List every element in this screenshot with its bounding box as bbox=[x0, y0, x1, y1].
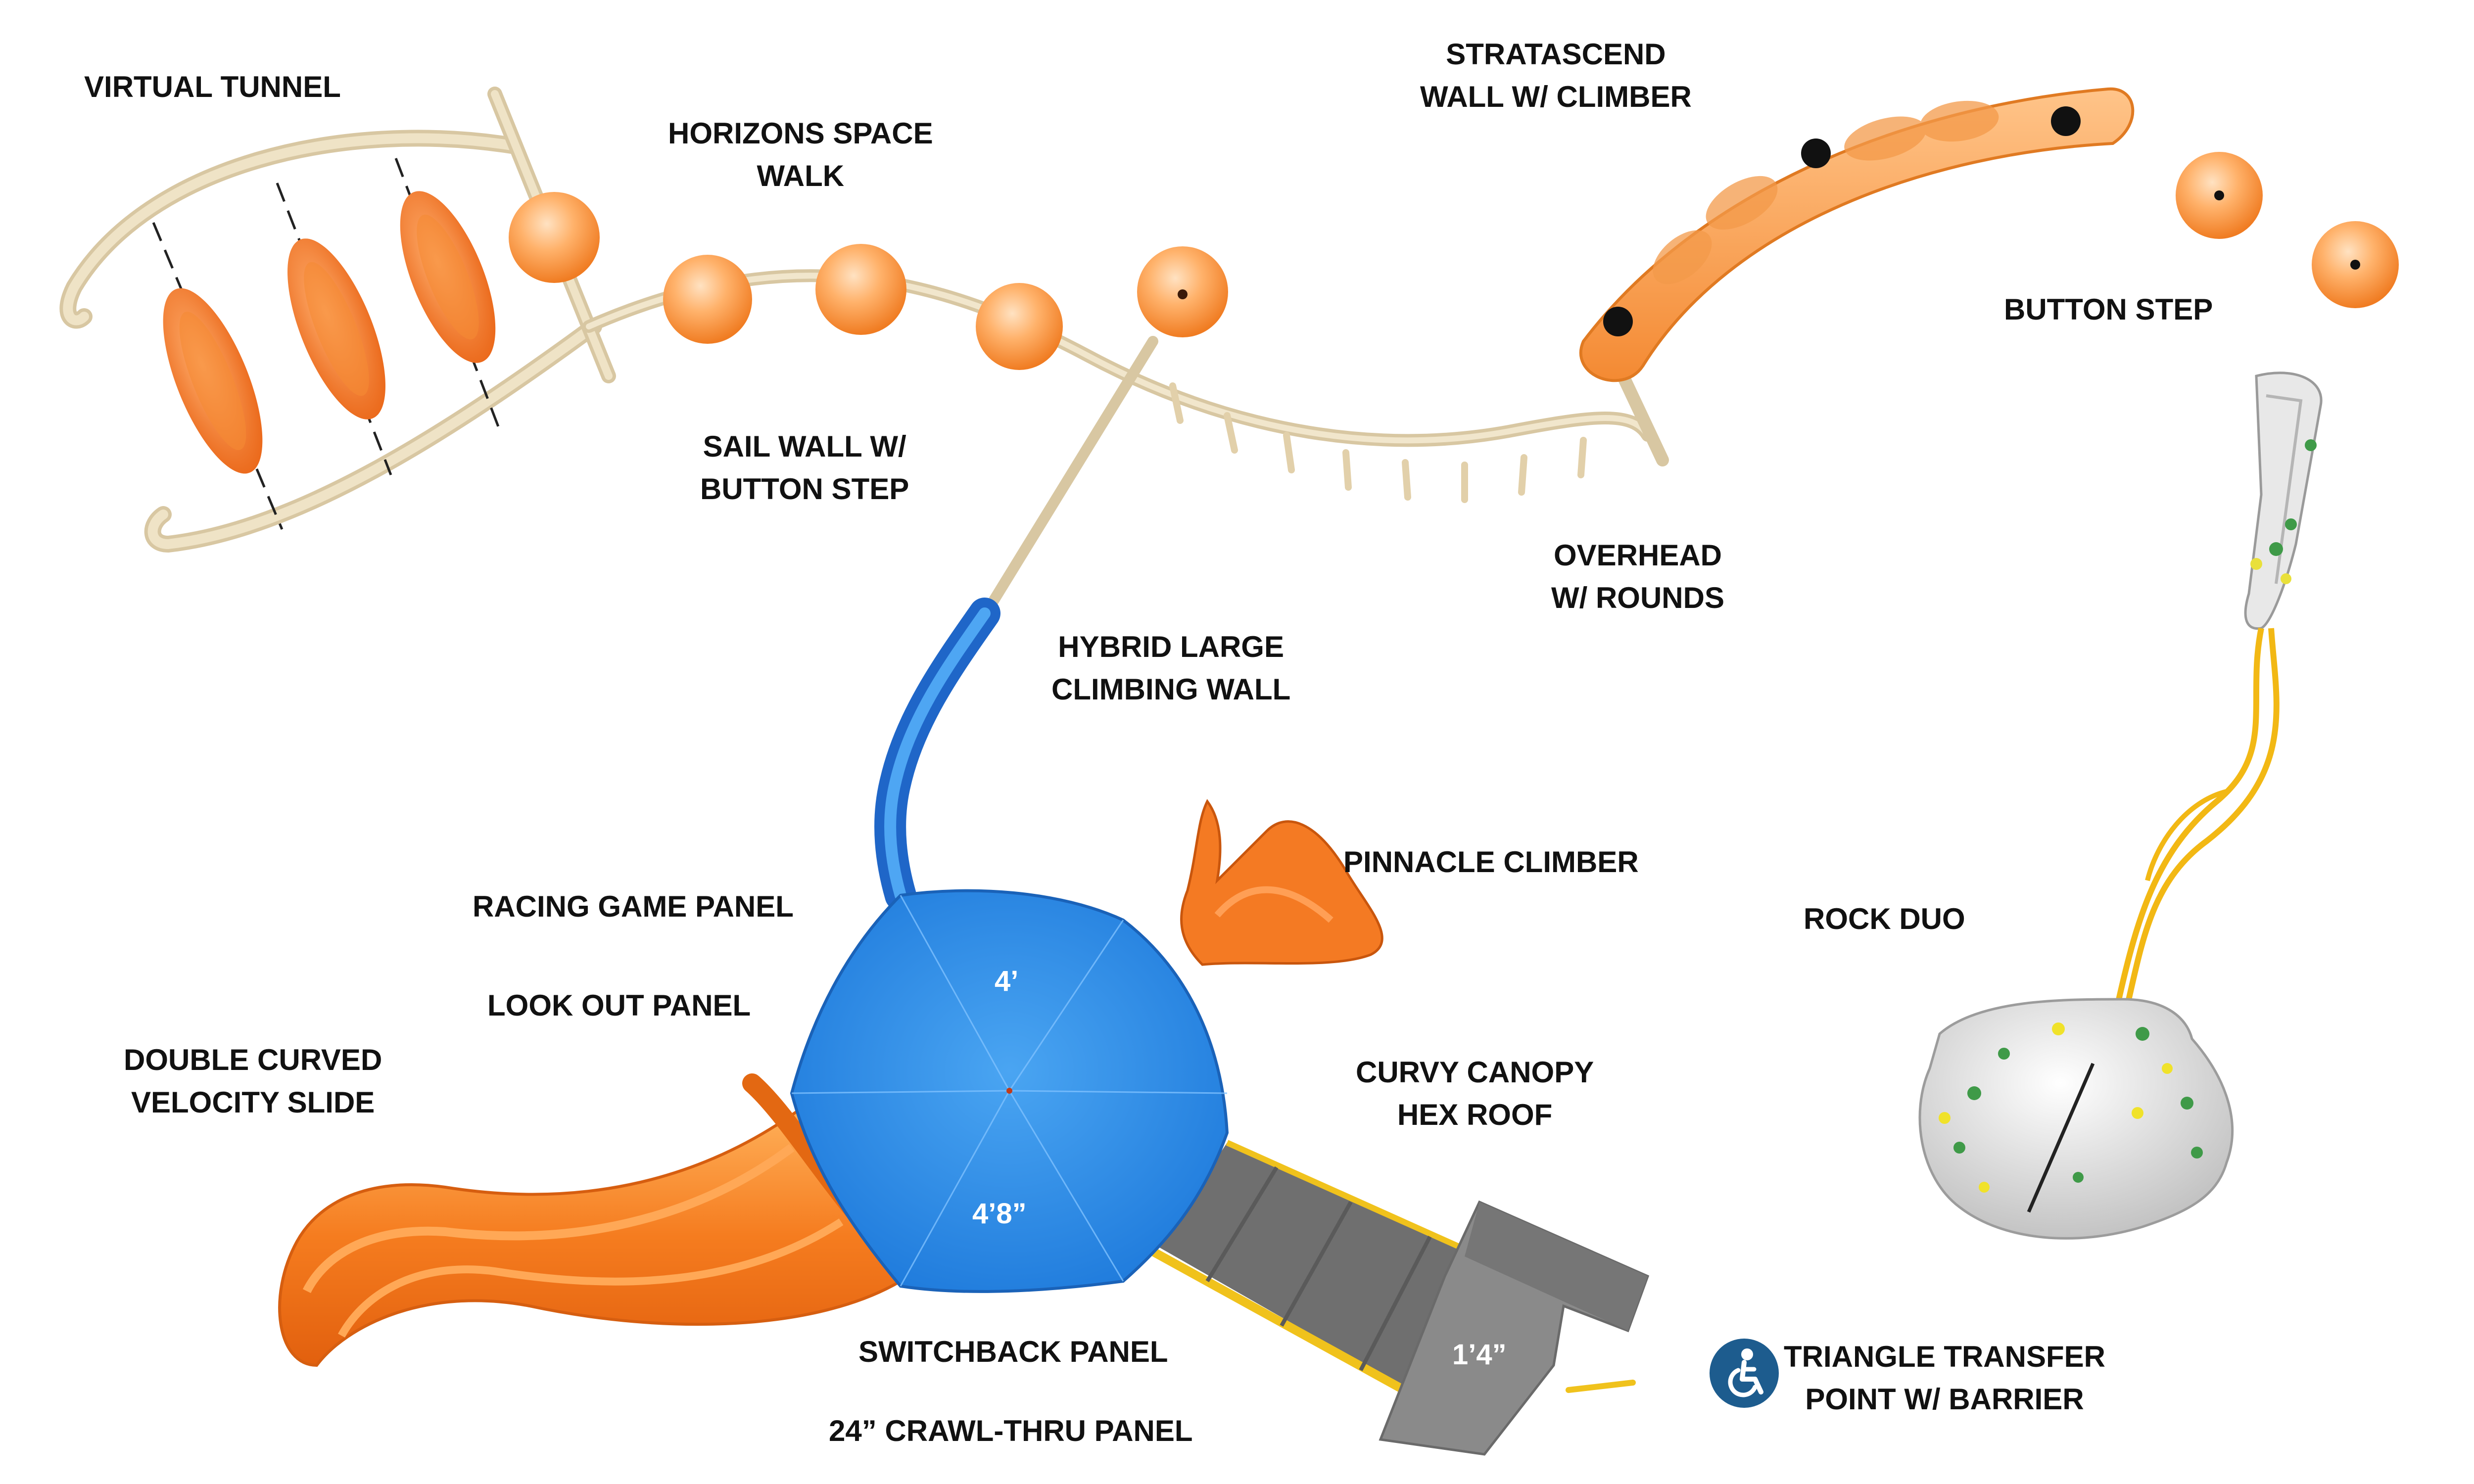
overhead-rungs bbox=[1169, 382, 1587, 503]
label-line: BUTTON STEP bbox=[2004, 293, 2213, 326]
label-line: BUTTON STEP bbox=[700, 472, 909, 506]
label-triangle-transfer: TRIANGLE TRANSFER POINT W/ BARRIER bbox=[1784, 1336, 2105, 1421]
label-line: HEX ROOF bbox=[1397, 1098, 1553, 1131]
label-line: POINT W/ BARRIER bbox=[1805, 1383, 2084, 1416]
button-steps bbox=[2176, 152, 2399, 308]
tunnel-pod bbox=[163, 288, 263, 474]
transfer-deck-dimension: 1’4” bbox=[1452, 1339, 1507, 1371]
space-walk-ball bbox=[663, 255, 752, 344]
label-crawl-thru-panel: 24” CRAWL-THRU PANEL bbox=[829, 1410, 1193, 1452]
label-curvy-canopy: CURVY CANOPY HEX ROOF bbox=[1356, 1051, 1594, 1136]
label-line: HYBRID LARGE bbox=[1058, 630, 1284, 663]
label-line: WALL W/ CLIMBER bbox=[1420, 80, 1692, 113]
hex-roof-lower-dimension: 4’8” bbox=[972, 1198, 1027, 1230]
label-look-out-panel: LOOK OUT PANEL bbox=[487, 984, 751, 1027]
triangle-transfer-point bbox=[1150, 1140, 1650, 1456]
label-line: CURVY CANOPY bbox=[1356, 1056, 1594, 1089]
curvy-canopy-hex-roof bbox=[790, 889, 1229, 1293]
virtual-tunnel bbox=[59, 87, 616, 553]
label-line: WALK bbox=[757, 159, 845, 192]
label-switchback-panel: SWITCHBACK PANEL bbox=[858, 1331, 1168, 1373]
rock-duo bbox=[1918, 371, 2323, 1240]
label-pinnacle-climber: PINNACLE CLIMBER bbox=[1343, 841, 1639, 883]
hex-roof-upper-dimension: 4’ bbox=[995, 965, 1019, 997]
tunnel-pod bbox=[287, 238, 385, 419]
label-racing-game-panel: RACING GAME PANEL bbox=[473, 885, 794, 928]
stratascend-wall bbox=[1579, 87, 2135, 382]
horizons-space-walk bbox=[509, 192, 1654, 447]
label-stratascend: STRATASCEND WALL W/ CLIMBER bbox=[1420, 33, 1692, 118]
label-virtual-tunnel: VIRTUAL TUNNEL bbox=[84, 66, 341, 108]
label-line: CLIMBING WALL bbox=[1051, 673, 1291, 706]
label-line: RACING GAME PANEL bbox=[473, 890, 794, 923]
pinnacle-climber bbox=[1180, 799, 1383, 966]
space-walk-ball bbox=[976, 283, 1063, 370]
space-walk-ball bbox=[815, 244, 906, 335]
label-line: W/ ROUNDS bbox=[1551, 581, 1724, 614]
label-line: LOOK OUT PANEL bbox=[487, 989, 751, 1022]
label-line: HORIZONS SPACE bbox=[668, 117, 933, 150]
label-line: ROCK DUO bbox=[1804, 902, 1965, 935]
label-line: 24” CRAWL-THRU PANEL bbox=[829, 1414, 1193, 1447]
label-line: DOUBLE CURVED bbox=[124, 1043, 382, 1076]
label-button-step: BUTTON STEP bbox=[2004, 288, 2213, 331]
tunnel-pod bbox=[400, 191, 496, 363]
wheelchair-accessibility-icon bbox=[1710, 1339, 1779, 1408]
label-line: SAIL WALL W/ bbox=[703, 430, 906, 463]
label-line: TRIANGLE TRANSFER bbox=[1784, 1340, 2105, 1373]
label-line: OVERHEAD bbox=[1553, 539, 1722, 572]
label-line: SWITCHBACK PANEL bbox=[858, 1335, 1168, 1368]
label-double-curved-slide: DOUBLE CURVED VELOCITY SLIDE bbox=[124, 1039, 382, 1124]
label-line: STRATASCEND bbox=[1446, 38, 1666, 71]
label-overhead: OVERHEAD W/ ROUNDS bbox=[1551, 534, 1724, 619]
label-horizons-space-walk: HORIZONS SPACE WALK bbox=[668, 112, 933, 197]
label-line: PINNACLE CLIMBER bbox=[1343, 845, 1639, 879]
label-sail-wall: SAIL WALL W/ BUTTON STEP bbox=[700, 425, 909, 510]
label-line: VELOCITY SLIDE bbox=[131, 1086, 375, 1119]
label-line: VIRTUAL TUNNEL bbox=[84, 70, 341, 103]
space-walk-ball bbox=[509, 192, 600, 283]
label-hybrid-wall: HYBRID LARGE CLIMBING WALL bbox=[1051, 626, 1290, 711]
label-rock-duo: ROCK DUO bbox=[1804, 898, 1965, 940]
hybrid-climbing-wall bbox=[874, 336, 1158, 911]
